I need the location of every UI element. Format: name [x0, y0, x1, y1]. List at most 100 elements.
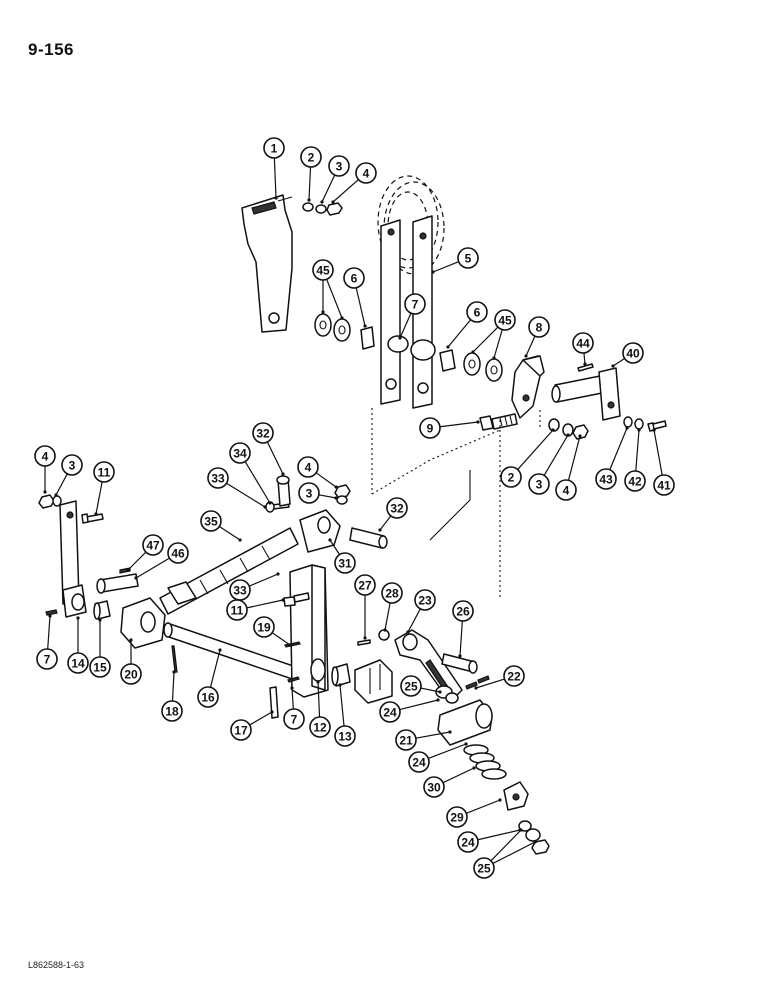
callout-number: 6 — [474, 306, 481, 320]
callout-number: 17 — [234, 724, 248, 738]
leader-line — [219, 525, 241, 541]
pivot-pin-part — [551, 363, 621, 421]
callout-26: 26 — [452, 600, 474, 658]
leader-line — [321, 174, 336, 203]
callout-number: 7 — [412, 298, 419, 312]
callout-number: 45 — [498, 314, 512, 328]
leader-arrowhead — [238, 538, 242, 542]
spacer-washers-right — [439, 349, 503, 382]
callout-balloon — [61, 454, 83, 476]
assembly-lines — [371, 408, 541, 600]
leader-line — [135, 557, 170, 579]
callout-47: 47 — [126, 534, 164, 572]
callout-number: 14 — [71, 657, 85, 671]
leader-arrowhead — [448, 730, 452, 734]
callout-19: 19 — [253, 616, 292, 647]
callout-number: 27 — [358, 579, 372, 593]
callout-balloon — [354, 574, 376, 596]
callout-7: 7 — [283, 686, 305, 730]
leader-line — [490, 829, 522, 862]
callout-number: 4 — [363, 167, 370, 181]
callout-balloon — [253, 616, 275, 638]
leader-arrowhead — [340, 316, 344, 320]
leader-arrowhead — [134, 576, 138, 580]
callout-balloon — [197, 686, 219, 708]
leader-line — [317, 681, 321, 718]
callout-number: 19 — [257, 621, 271, 635]
callout-34: 34 — [229, 442, 272, 505]
leader-line — [246, 599, 284, 609]
callout-25: 25 — [400, 675, 442, 697]
callout-balloon — [622, 342, 644, 364]
leader-line — [543, 434, 569, 476]
callout-3: 3 — [298, 482, 338, 504]
callout-43: 43 — [595, 426, 629, 490]
leader-arrowhead — [436, 698, 440, 702]
callout-number: 24 — [412, 756, 426, 770]
callout-32: 32 — [252, 422, 285, 476]
callout-46: 46 — [134, 542, 189, 580]
callout-3: 3 — [320, 155, 350, 204]
leader-arrowhead — [533, 840, 537, 844]
leader-arrowhead — [334, 485, 338, 489]
callout-number: 16 — [201, 691, 215, 705]
callout-number: 33 — [211, 472, 225, 486]
leader-line — [95, 481, 103, 515]
leader-arrowhead — [625, 426, 629, 430]
leader-line — [379, 515, 392, 531]
leader-arrowhead — [172, 670, 176, 674]
callout-15: 15 — [89, 618, 111, 678]
callout-42: 42 — [624, 428, 646, 492]
callout-2: 2 — [500, 428, 555, 488]
leader-line — [384, 602, 391, 631]
callout-number: 9 — [427, 422, 434, 436]
leader-line — [248, 573, 279, 587]
leader-line — [315, 472, 337, 488]
callout-12: 12 — [309, 680, 331, 738]
callout-27: 27 — [354, 574, 376, 640]
callout-balloon — [300, 146, 322, 168]
leader-line — [171, 671, 175, 702]
leader-line — [442, 767, 475, 784]
cross-shaft-part — [163, 622, 306, 719]
callout-29: 29 — [446, 798, 502, 828]
callout-45: 45 — [471, 309, 516, 360]
callout-balloon — [408, 751, 430, 773]
leader-arrowhead — [398, 336, 402, 340]
callout-number: 12 — [313, 721, 327, 735]
leader-line — [439, 421, 479, 428]
callout-24: 24 — [457, 828, 522, 853]
leader-arrowhead — [406, 630, 410, 634]
washer-nut-set-top — [302, 202, 343, 216]
callout-balloon — [263, 137, 285, 159]
callout-number: 40 — [626, 347, 640, 361]
callout-number: 25 — [477, 862, 491, 876]
callout-balloon — [283, 708, 305, 730]
leader-arrowhead — [446, 345, 450, 349]
callout-number: 2 — [508, 471, 515, 485]
callout-13: 13 — [334, 683, 356, 747]
callout-number: 13 — [338, 730, 352, 744]
callout-number: 21 — [399, 734, 413, 748]
callout-balloon — [466, 301, 488, 323]
callout-balloon — [395, 729, 417, 751]
callout-balloon — [457, 247, 479, 269]
leader-line — [273, 157, 277, 199]
callout-number: 30 — [427, 781, 441, 795]
leader-line — [567, 435, 581, 481]
callout-balloon — [414, 589, 436, 611]
callout-number: 2 — [308, 151, 315, 165]
leader-line — [609, 427, 628, 470]
leader-line — [332, 179, 359, 203]
callout-balloon — [595, 468, 617, 490]
callout-balloon — [379, 701, 401, 723]
leader-arrowhead — [498, 798, 502, 802]
leader-arrowhead — [43, 490, 47, 494]
callout-number: 1 — [271, 142, 278, 156]
leader-arrowhead — [320, 200, 324, 204]
leader-line — [318, 494, 337, 499]
callout-number: 33 — [233, 584, 247, 598]
callout-4: 4 — [34, 445, 56, 494]
callout-23: 23 — [406, 589, 436, 634]
callout-number: 31 — [338, 557, 352, 571]
